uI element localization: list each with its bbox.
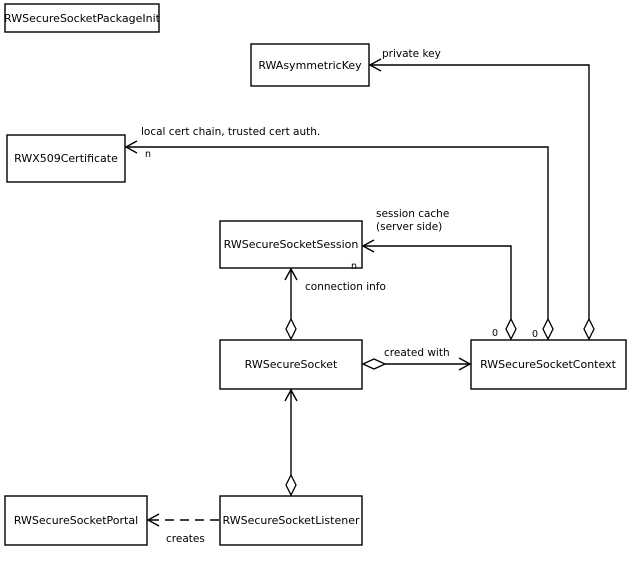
- dependency-creates-label: creates: [166, 533, 205, 545]
- class-package-init-label: RWSecureSocketPackageInit: [4, 12, 161, 25]
- class-x509-certificate-label: RWX509Certificate: [14, 152, 118, 165]
- class-session: RWSecureSocketSession: [219, 220, 363, 269]
- class-listener: RWSecureSocketListener: [219, 495, 363, 546]
- class-package-init: RWSecureSocketPackageInit: [4, 3, 161, 33]
- assoc-created-with-label: created with: [384, 347, 450, 359]
- assoc-private-key-label: private key: [382, 48, 441, 60]
- class-asymmetric-key-label: RWAsymmetricKey: [258, 59, 362, 72]
- class-socket-label: RWSecureSocket: [245, 358, 338, 371]
- mult-ctx-cert-zero: 0: [532, 329, 538, 340]
- class-socket: RWSecureSocket: [219, 339, 363, 390]
- assoc-connection-info-label: connection info: [305, 281, 386, 293]
- class-session-label: RWSecureSocketSession: [224, 238, 359, 251]
- assoc-private-key: private key: [368, 48, 595, 341]
- class-context-label: RWSecureSocketContext: [480, 358, 616, 371]
- dependency-creates: creates: [146, 513, 219, 545]
- mult-ctx-session-zero: 0: [492, 328, 498, 339]
- class-listener-label: RWSecureSocketListener: [223, 514, 360, 527]
- mult-cert-n: n: [145, 149, 151, 160]
- class-context: RWSecureSocketContext: [470, 339, 627, 390]
- class-portal-label: RWSecureSocketPortal: [14, 514, 138, 527]
- assoc-cert-chain: local cert chain, trusted cert auth. n 0: [124, 126, 554, 341]
- class-asymmetric-key: RWAsymmetricKey: [250, 43, 370, 87]
- assoc-session-cache: session cache (server side) n 0: [351, 208, 517, 341]
- assoc-session-cache-label-1: session cache: [376, 208, 449, 220]
- mult-session-n: n: [351, 261, 357, 272]
- assoc-cert-chain-label: local cert chain, trusted cert auth.: [141, 126, 320, 138]
- assoc-connection-info: connection info: [284, 267, 386, 341]
- assoc-created-with: created with: [361, 347, 472, 371]
- class-portal: RWSecureSocketPortal: [4, 495, 148, 546]
- assoc-session-cache-label-2: (server side): [376, 221, 442, 233]
- class-x509-certificate: RWX509Certificate: [6, 134, 126, 183]
- assoc-listener-socket: [284, 388, 298, 497]
